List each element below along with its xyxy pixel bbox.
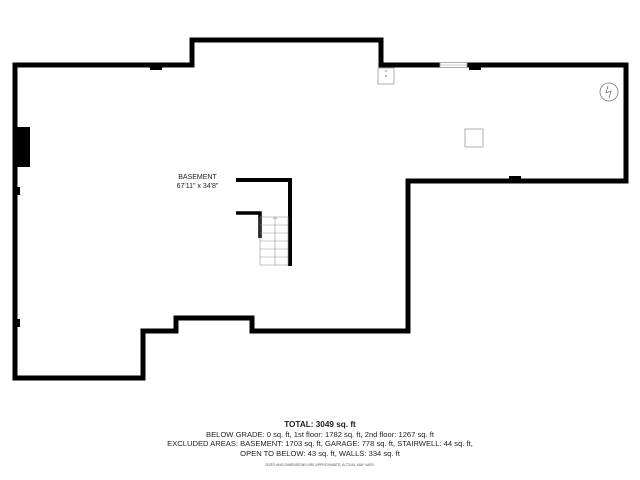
wall-bump [15,319,20,327]
wall-pad [469,65,481,70]
exterior-wall [12,37,629,381]
wall-pad [150,65,162,70]
water-heater-icon [599,82,619,102]
area-summary: TOTAL: 3049 sq. ft BELOW GRADE: 0 sq. ft… [100,420,540,471]
column-square [464,128,484,148]
staircase [259,216,289,266]
total-area: TOTAL: 3049 sq. ft [284,420,356,429]
summary-line-2: EXCLUDED AREAS: BASEMENT: 1703 sq. ft, G… [167,439,473,448]
summary-line-3: OPEN TO BELOW: 43 sq. ft, WALLS: 334 sq.… [240,448,400,458]
stair-wall [236,211,262,238]
room-dimensions: 67'11" x 34'8" [176,183,219,190]
summary-line-1: BELOW GRADE: 0 sq. ft, 1st floor: 1782 s… [206,429,434,439]
room-name: BASEMENT [178,174,217,181]
disclaimer: SIZES AND DIMENSIONS ARE APPROXIMATE, AC… [265,463,375,467]
wall-bump [15,187,20,195]
wall-pad-left [15,127,30,167]
stair-wall [236,178,292,266]
sink-icon [377,67,395,85]
room-label: BASEMENT 67'11" x 34'8" [160,173,235,191]
wall-pad [509,176,521,181]
